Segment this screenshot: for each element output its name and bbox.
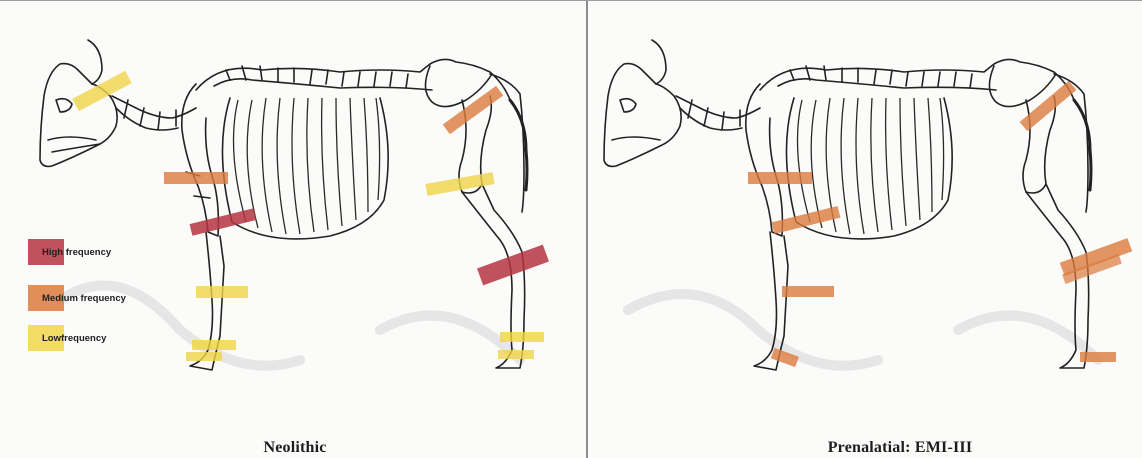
legend-label-medium: Medium frequency bbox=[42, 293, 126, 304]
cattle-skeleton-neolithic bbox=[0, 0, 586, 457]
frequency-legend: High frequency Medium frequency Lowfrequ… bbox=[28, 239, 198, 357]
mark-elbow-high bbox=[190, 208, 257, 236]
cattle-skeleton-prepalatial bbox=[588, 0, 1142, 457]
legend-item-medium: Medium frequency bbox=[28, 285, 198, 311]
legend-label-low: Lowfrequency bbox=[42, 333, 106, 344]
mark-skull-low bbox=[72, 71, 132, 112]
skull bbox=[604, 40, 681, 166]
neck-vertebrae bbox=[676, 96, 760, 130]
mark-metacarpal-medium bbox=[782, 286, 834, 297]
mark-pelvis-medium bbox=[443, 86, 503, 135]
mark-shoulder-medium bbox=[748, 172, 812, 184]
mark-hock-high bbox=[477, 245, 549, 286]
mark-fore-phalanx-low-1 bbox=[192, 340, 236, 350]
faint-background-outline bbox=[628, 294, 1098, 366]
legend-item-high: High frequency bbox=[28, 239, 198, 265]
legend-label-high: High frequency bbox=[42, 247, 111, 258]
legend-item-low: Lowfrequency bbox=[28, 325, 198, 351]
mark-hind-phalanx-medium bbox=[1080, 352, 1116, 362]
mark-metacarpal-low bbox=[196, 286, 248, 298]
caption-neolithic: Neolithic bbox=[235, 439, 355, 457]
caption-prepalatial: Prenalatial: EMI-III bbox=[812, 439, 988, 457]
mark-shoulder-medium bbox=[164, 172, 228, 184]
mark-hind-phalanx-low-2 bbox=[498, 350, 534, 359]
spine-and-ribcage bbox=[760, 59, 1074, 239]
neck-vertebrae bbox=[112, 96, 196, 130]
mark-stifle-low bbox=[425, 172, 494, 196]
mark-hind-phalanx-low-1 bbox=[500, 332, 544, 342]
